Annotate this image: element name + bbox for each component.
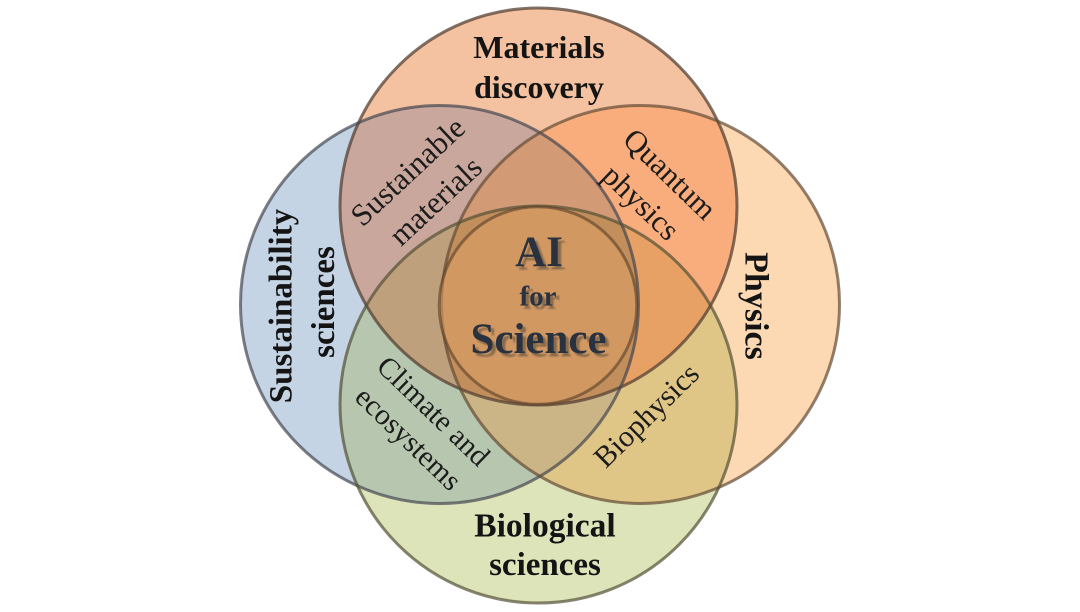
svg-text:for: for xyxy=(519,280,556,312)
svg-text:sciences: sciences xyxy=(489,547,601,583)
svg-text:discovery: discovery xyxy=(474,69,604,105)
svg-text:Materials: Materials xyxy=(473,29,605,65)
svg-text:AI: AI xyxy=(515,229,563,276)
svg-text:Science: Science xyxy=(470,316,606,363)
svg-text:sciences: sciences xyxy=(306,246,342,358)
svg-text:Physics: Physics xyxy=(737,252,774,360)
svg-text:Sustainability: Sustainability xyxy=(264,208,300,403)
svg-text:Biological: Biological xyxy=(474,508,615,545)
